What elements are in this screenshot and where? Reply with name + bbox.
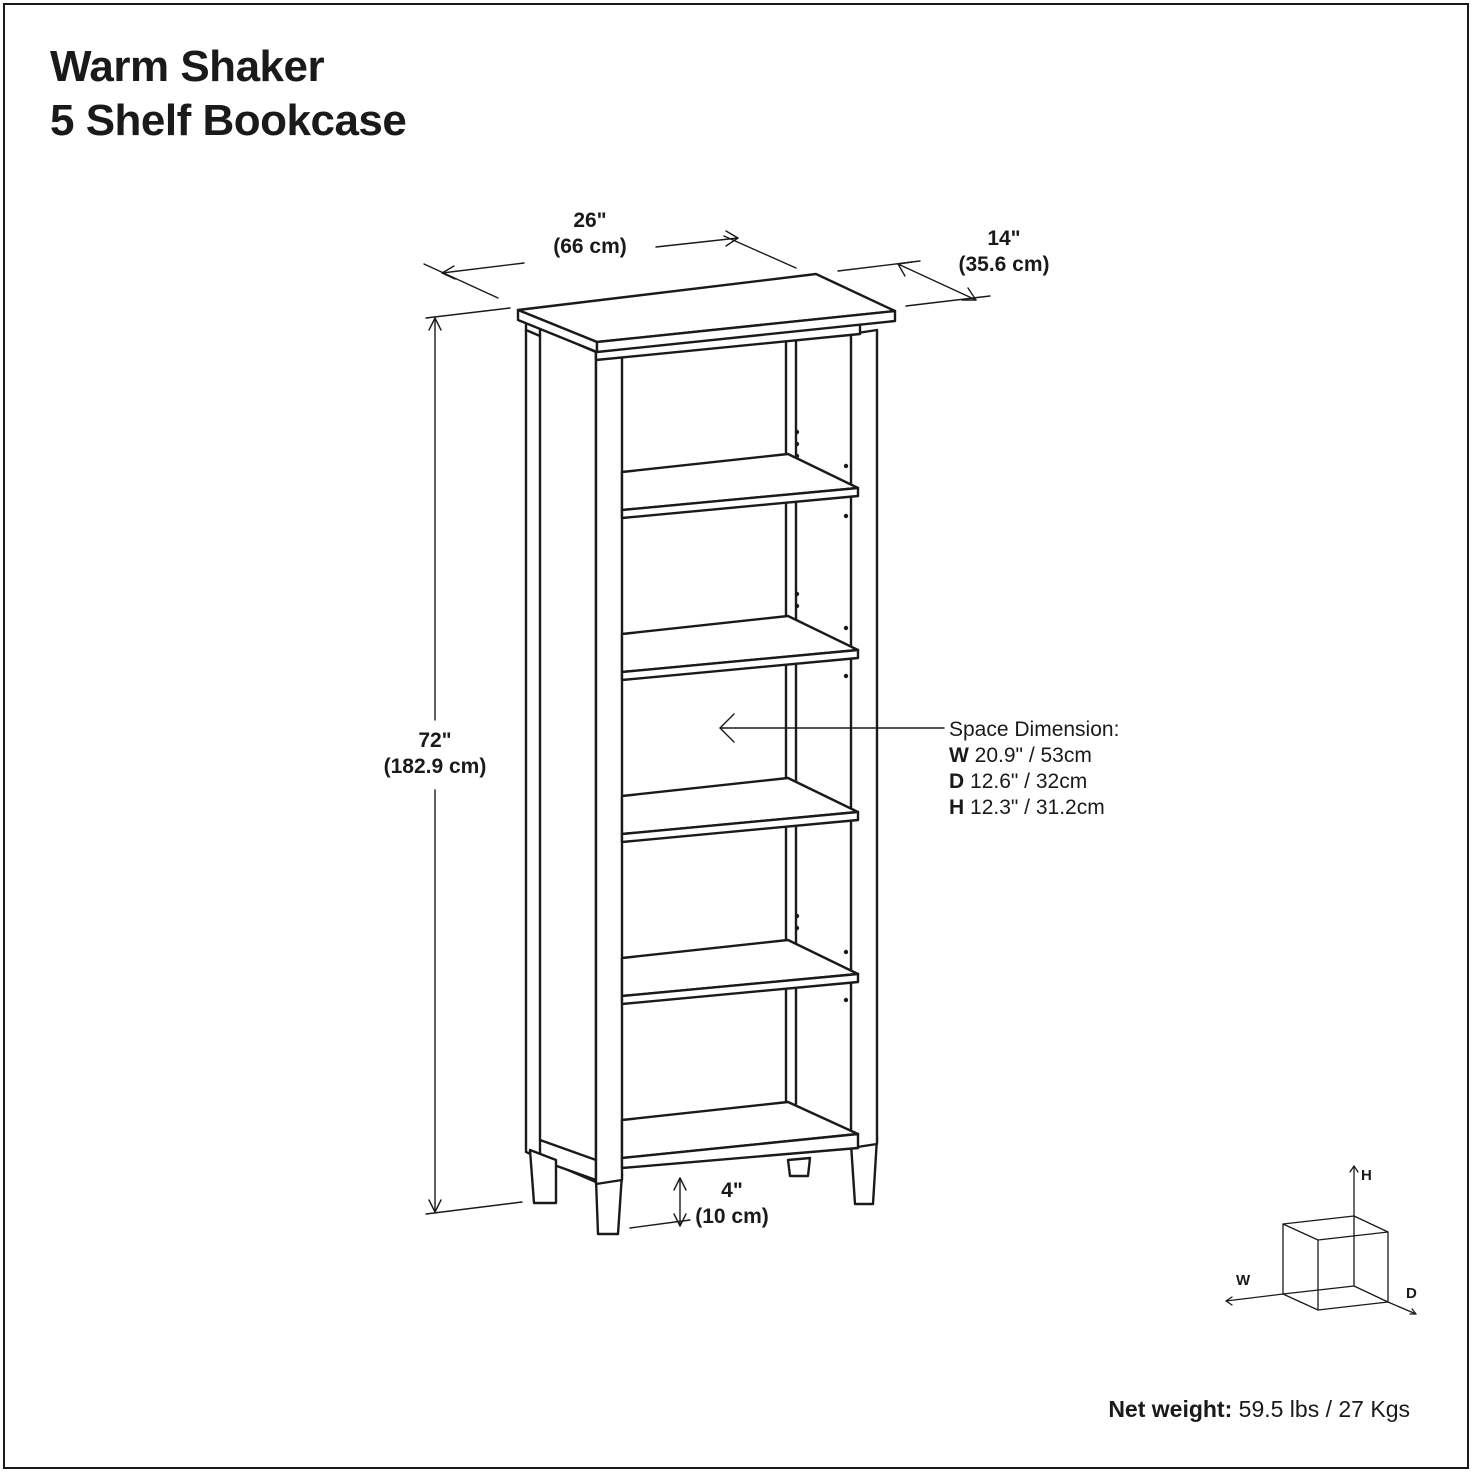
space-width-axis: W <box>949 744 969 767</box>
depth-dimension-line <box>837 260 991 307</box>
width-label: 26" (66 cm) <box>530 208 650 260</box>
leg-metric: (10 cm) <box>695 1205 769 1228</box>
axis-label-h: H <box>1361 1167 1372 1184</box>
leg-imperial: 4" <box>721 1179 743 1202</box>
space-height-axis: H <box>949 796 965 819</box>
width-imperial: 26" <box>573 209 607 232</box>
space-width-value: 20.9" / 53cm <box>974 744 1092 767</box>
net-weight-value: 59.5 lbs / 27 Kgs <box>1238 1396 1410 1422</box>
space-dimension-depth: D 12.6" / 32cm <box>949 769 1119 795</box>
shelf-1 <box>620 452 860 520</box>
space-dimension-heading: Space Dimension: <box>949 718 1120 741</box>
page-frame <box>3 3 1469 1469</box>
width-dimension-line <box>423 230 797 299</box>
net-weight-label: Net weight: <box>1108 1396 1233 1422</box>
axis-label-d: D <box>1406 1285 1417 1302</box>
shelf-pin-holes <box>794 429 849 1003</box>
space-dimension-width: W 20.9" / 53cm <box>949 743 1119 769</box>
height-label: 72" (182.9 cm) <box>370 728 500 780</box>
title-line-1: Warm Shaker <box>50 42 325 91</box>
space-height-value: 12.3" / 31.2cm <box>970 796 1105 819</box>
page-title: Warm Shaker 5 Shelf Bookcase <box>50 40 407 148</box>
net-weight: Net weight: 59.5 lbs / 27 Kgs <box>1108 1396 1410 1423</box>
bookcase-top <box>516 272 897 362</box>
leg-dimension-line <box>629 1177 691 1229</box>
shelf-3 <box>620 776 860 844</box>
depth-label: 14" (35.6 cm) <box>944 226 1064 278</box>
axis-cube-icon <box>1225 1165 1417 1315</box>
depth-metric: (35.6 cm) <box>958 253 1050 276</box>
space-depth-value: 12.6" / 32cm <box>970 770 1088 793</box>
space-dimension-block: Space Dimension: W 20.9" / 53cm D 12.6" … <box>949 717 1119 821</box>
bookcase-front-posts <box>594 328 879 1186</box>
shelf-2 <box>620 614 860 682</box>
bookcase-legs <box>528 1136 879 1236</box>
space-dimension-pointer <box>719 713 945 743</box>
depth-imperial: 14" <box>987 227 1021 250</box>
height-metric: (182.9 cm) <box>383 755 487 778</box>
bookcase-side-panel <box>524 320 598 1184</box>
leg-label: 4" (10 cm) <box>682 1178 782 1230</box>
height-dimension-line <box>425 307 523 1215</box>
width-metric: (66 cm) <box>553 235 627 258</box>
shelf-4 <box>620 938 860 1006</box>
title-line-2: 5 Shelf Bookcase <box>50 96 407 145</box>
space-dimension-height: H 12.3" / 31.2cm <box>949 795 1119 821</box>
axis-label-w: W <box>1236 1272 1251 1289</box>
space-depth-axis: D <box>949 770 965 793</box>
shelf-bottom <box>620 1100 860 1170</box>
height-imperial: 72" <box>418 729 452 752</box>
